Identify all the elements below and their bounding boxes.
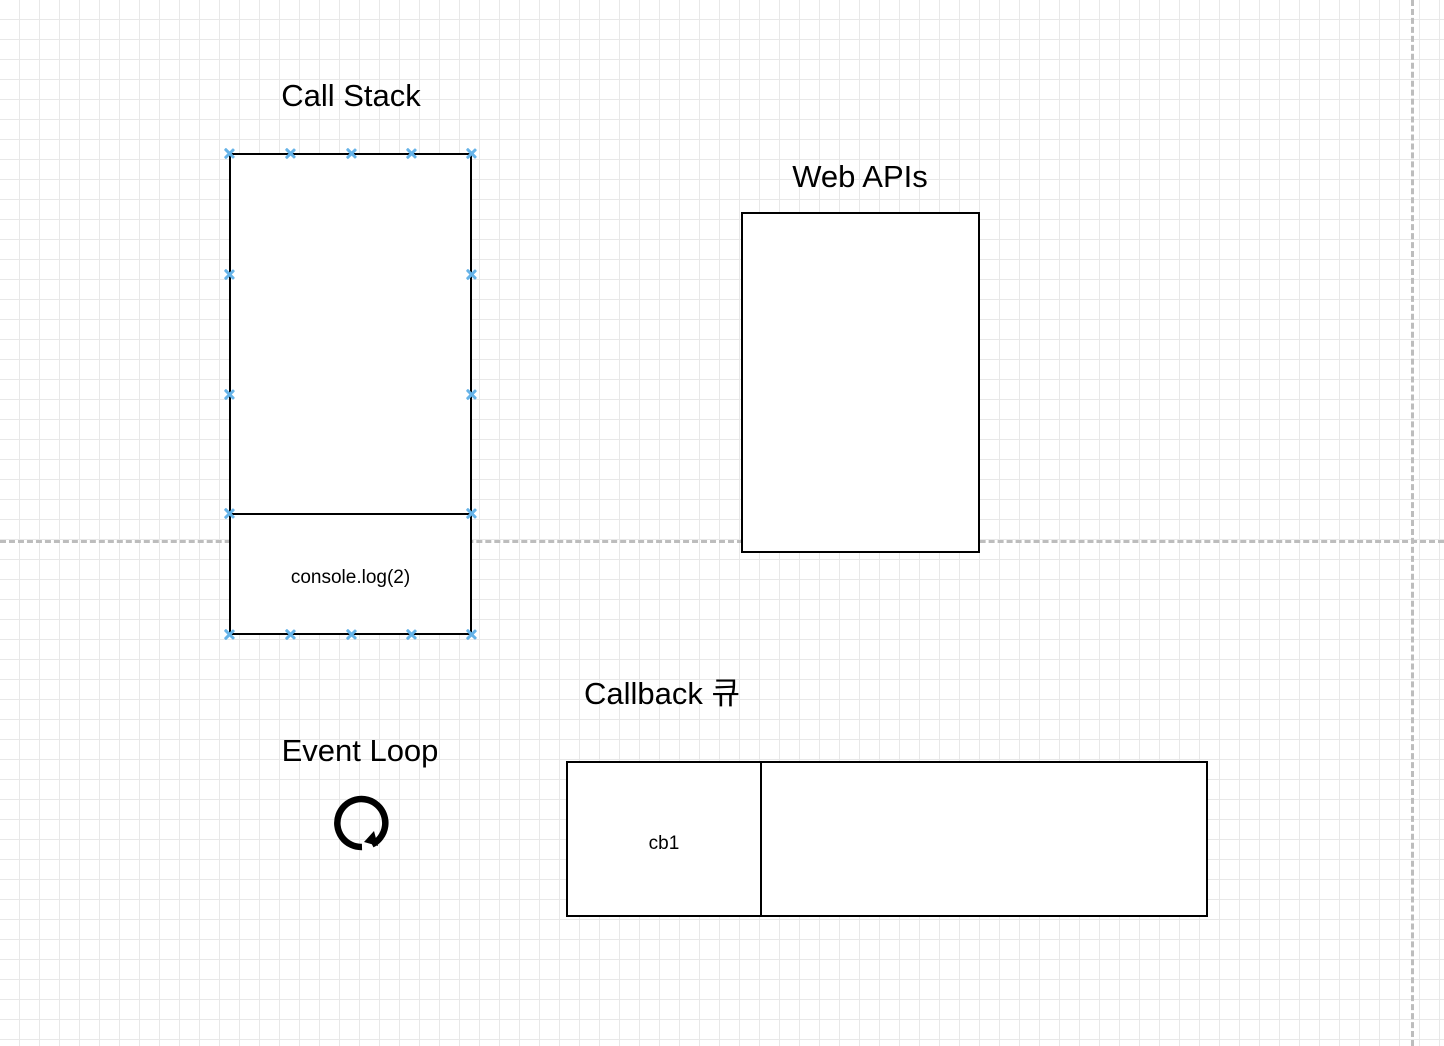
resize-handle-right-1[interactable] (465, 268, 478, 281)
resize-handle-left-1[interactable] (223, 268, 236, 281)
callback-queue-cell-divider (760, 763, 762, 915)
resize-handle-right-3[interactable] (465, 507, 478, 520)
resize-handle-bottom-left[interactable] (223, 628, 236, 641)
resize-handle-top-1[interactable] (284, 147, 297, 160)
circular-arrow-icon (331, 792, 393, 854)
resize-handle-top-2[interactable] (405, 147, 418, 160)
alignment-guide-horizontal (0, 540, 1444, 543)
resize-handle-top-right[interactable] (465, 147, 478, 160)
resize-handle-bottom-right[interactable] (465, 628, 478, 641)
call-stack-box[interactable]: console.log(2) (229, 153, 472, 635)
callback-queue-cell-0-label: cb1 (648, 833, 680, 854)
resize-handle-left-3[interactable] (223, 507, 236, 520)
call-stack-frame-divider (231, 513, 470, 515)
resize-handle-bottom-center[interactable] (345, 628, 358, 641)
call-stack-title: Call Stack (281, 78, 421, 113)
resize-handle-bottom-1[interactable] (284, 628, 297, 641)
event-loop-title: Event Loop (281, 733, 439, 768)
web-apis-box[interactable] (741, 212, 980, 553)
alignment-guide-vertical (1411, 0, 1414, 1046)
resize-handle-left-2[interactable] (223, 388, 236, 401)
call-stack-frame-1-label: console.log(2) (290, 567, 411, 588)
web-apis-title: Web APIs (792, 159, 928, 194)
resize-handle-top-left[interactable] (223, 147, 236, 160)
resize-handle-top-center[interactable] (345, 147, 358, 160)
resize-handle-right-2[interactable] (465, 388, 478, 401)
callback-queue-box[interactable]: cb1 (566, 761, 1208, 917)
resize-handle-bottom-2[interactable] (405, 628, 418, 641)
callback-queue-title: Callback 큐 (583, 676, 741, 711)
